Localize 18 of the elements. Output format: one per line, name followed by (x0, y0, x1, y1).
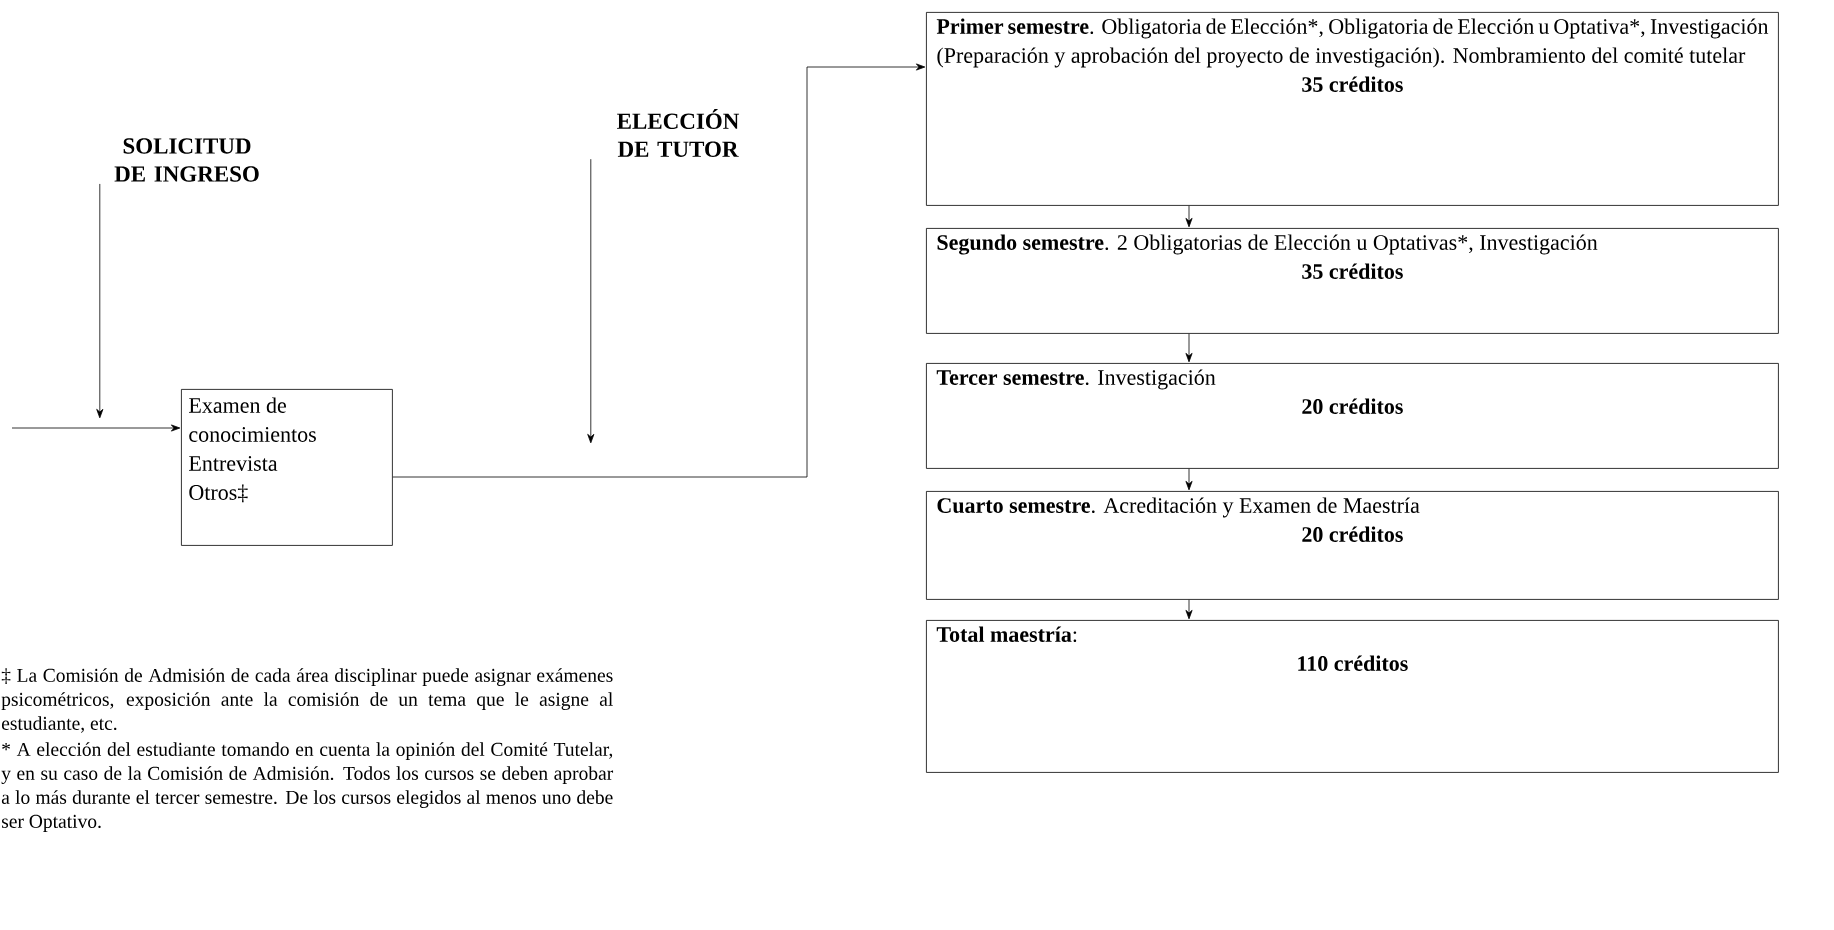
footnote: * A elección del estudiante tomando en cuenta la opinión del Comité Tutelar, y en su caso de la Comisión de Admisión. Todos los cursos se deben aprobar a lo más durante el tercer semestre. De los cursos elegidos al menos uno debe ser Optativo. (1, 742, 614, 832)
arrow (392, 63, 926, 478)
semester-box: Total maestría: 110 créditos (926, 620, 1779, 773)
footnote: ‡ La Comisión de Admisión de cada área disciplinar puede asignar exámenes psicométricos, exposición ante la comisión de un tema que le asigne al estudiante, etc. (1, 668, 613, 733)
semester-box: Segundo semestre. 2 Obligatorias de Elección u Optativas*, Investigación 35 créditos (926, 228, 1779, 334)
semester-box: Tercer semestre. Investigación 20 créditos (926, 363, 1779, 469)
arrow (96, 183, 104, 419)
flow-label: ELECCIÓN DE TUTOR (617, 109, 740, 157)
arrow (1185, 468, 1193, 491)
semester-box: Primer semestre. Obligatoria de Elección*, Obligatoria de Elección u Optativa*, Investigación (Preparación y aprobación del proyecto de investigación). Nombramiento del comité tutelar 35 créditos (926, 12, 1779, 206)
arrow (1185, 333, 1193, 363)
arrow (587, 158, 595, 444)
arrow (1185, 205, 1193, 228)
semester-box: Cuarto semestre. Acreditación y Examen de Maestría 20 créditos (926, 491, 1779, 600)
step-box: Examen de conocimientos Entrevista Otros‡ (181, 389, 393, 546)
flow-label: SOLICITUD DE INGRESO (114, 138, 259, 182)
arrow (1185, 599, 1193, 620)
arrow (11, 424, 181, 432)
